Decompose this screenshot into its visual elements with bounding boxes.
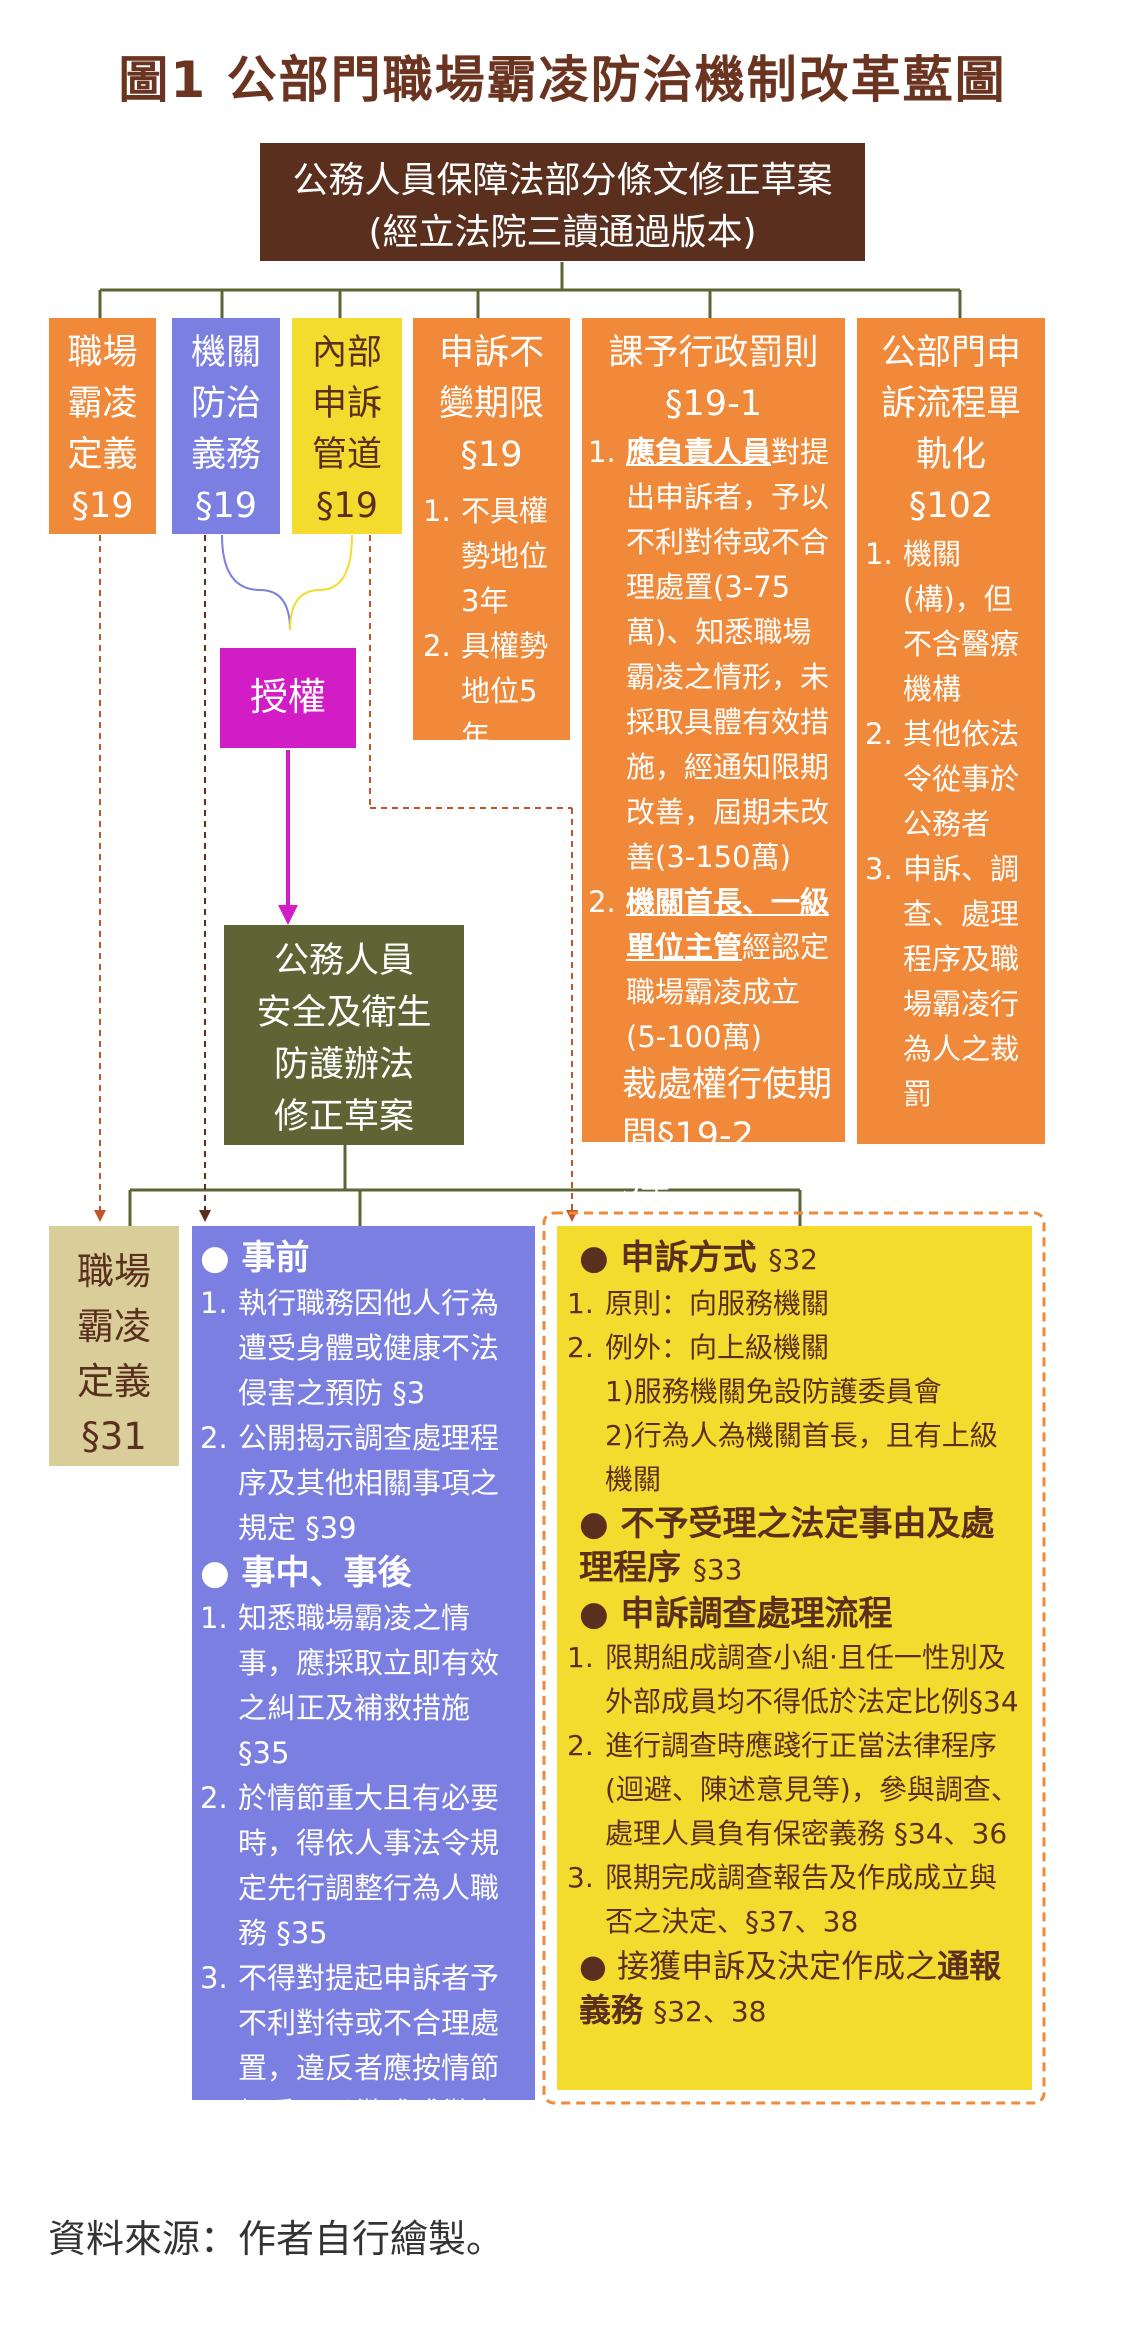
col5-header: 課予行政罰則 (608, 333, 819, 373)
sanction-period-years: 3年 (622, 1167, 670, 1201)
penalty-item-1-text: 對提出申訴者，予以不利對待或不合理處置(3-75萬)、知悉職場霸凌之情形，未採取… (626, 435, 830, 874)
col3-line: 管道 (311, 435, 382, 475)
col5-header: §19-1 (665, 384, 762, 424)
agency-prevention-duty-box: 機關 防治 義務 §19 (172, 318, 280, 534)
col1-line: 職場 (67, 333, 138, 373)
col1-line: §19 (71, 486, 134, 526)
complaint-method-title-text: 申訴方式 (620, 1238, 757, 1278)
page-title: 圖1 公部門職場霸凌防治機制改革藍圖 (118, 51, 1007, 109)
col1-line: 定義 (67, 435, 138, 475)
source-note: 資料來源：作者自行繪製。 (48, 2217, 505, 2261)
notification-duty-text-b: 通報義務 (579, 1947, 1002, 2029)
tan-line: 職場 (77, 1250, 151, 1293)
col2-line: 機關 (190, 333, 261, 373)
complaint-method-item: 原則：向服務機關 (567, 1282, 830, 1326)
during-after-item: 知悉職場霸凌之情事，應採取立即有效之糾正及補救措施 §35 (200, 1596, 500, 1770)
col4-line: 申訴不 (438, 333, 544, 373)
law-amendment-subtitle: (經立法院三讀通過版本) (368, 212, 757, 253)
before-section-title: ● 事前 (200, 1238, 310, 1278)
penalty-item-2-bold: 機關首長、一級單位主管 (626, 885, 830, 964)
penalty-item-2: 機關首長、一級單位主管經認定職場霸凌成立(5-100萬) (588, 880, 839, 1060)
tan-line: §31 (81, 1415, 147, 1458)
during-after-item: 不得對提起申訴者予不利對待或不合理處置，違反者應按情節輕重予以懲戒或懲處 §47 (200, 1956, 500, 2175)
col1-line: 霸凌 (67, 384, 138, 424)
prevention-measures-box: ● 事前 執行職務因他人行為遭受身體或健康不法侵害之預防 §3 公開揭示調查處理… (192, 1226, 535, 2175)
olive-line: 修正草案 (273, 1097, 414, 1137)
col4-line: §19 (460, 435, 523, 475)
tan-line: 霸凌 (77, 1305, 151, 1348)
law-amendment-title: 公務人員保障法部分條文修正草案 (292, 160, 833, 201)
col2-line: 義務 (190, 435, 261, 475)
unified-complaint-process-box: 公部門申 訴流程單 軌化 §102 機關(構)，但不含醫療機構 其他依法令從事於… (857, 318, 1045, 1144)
penalty-item-1: 應負責人員對提出申訴者，予以不利對待或不合理處置(3-75萬)、知悉職場霸凌之情… (588, 430, 839, 880)
col6-header: 訴流程單 (880, 384, 1021, 424)
rejection-reasons-title-text: 不予受理之法定事由及處理程序 (579, 1504, 995, 1588)
olive-line: 公務人員 (273, 941, 414, 981)
bullying-definition-s31-box: 職場 霸凌 定義 §31 (49, 1226, 179, 1466)
complaint-period-item: 具權勢地位5年 (423, 624, 549, 753)
sanction-period-line: 裁處權行使期間§19-2 (622, 1065, 833, 1156)
tan-line: 定義 (77, 1360, 151, 1403)
complaint-period-item: 不具權勢地位3年 (423, 489, 549, 618)
notification-duty-ref: §32、38 (653, 1995, 767, 2028)
investigation-item: 限期完成調查報告及作成成立與否之決定、§37、38 (567, 1856, 998, 1938)
col6-header: 公部門申 (880, 333, 1021, 373)
before-title-text: 事前 (241, 1238, 310, 1278)
olive-line: 安全及衛生 (256, 993, 432, 1033)
col4-line: 變期限 (438, 384, 544, 424)
safety-protection-regulation-box: 公務人員 安全及衛生 防護辦法 修正草案 (224, 925, 464, 1145)
administrative-penalty-box: 課予行政罰則 §19-1 應負責人員對提出申訴者，予以不利對待或不合理處置(3-… (582, 318, 845, 1201)
col2-line: 防治 (190, 384, 261, 424)
during-after-item: 於情節重大且有必要時，得依人事法令規定先行調整行為人職務 §35 (200, 1776, 500, 1950)
process-item: 申訴、調查、處理程序及職場霸凌行為人之裁罰 (865, 847, 1020, 1111)
col6-header: §102 (908, 486, 994, 526)
before-item: 公開揭示調查處理程序及其他相關事項之規定 §39 (200, 1416, 500, 1545)
notification-duty-text-a: 接獲申訴及決定作成之 (617, 1947, 938, 1985)
rejection-reasons-ref: §33 (692, 1553, 743, 1586)
during-after-section-title: ● 事中、事後 (200, 1553, 412, 1593)
complaint-method-sub: 1)服務機關免設防護委員會 (605, 1375, 942, 1408)
workplace-bullying-definition-box: 職場 霸凌 定義 §19 (49, 318, 156, 534)
penalty-item-1-bold: 應負責人員 (626, 435, 772, 469)
process-item: 其他依法令從事於公務者 (865, 712, 1020, 841)
complaint-procedure-box: ● 申訴方式 §32 原則：向服務機關 例外：向上級機關 1)服務機關免設防護委… (557, 1226, 1032, 2090)
rejection-reasons-title: ● 不予受理之法定事由及處理程序 §33 (579, 1504, 995, 1588)
complaint-method-sub: 2)行為人為機關首長，且有上級機關 (605, 1419, 998, 1496)
col3-line: §19 (315, 486, 379, 526)
investigation-process-title: ● 申訴調查處理流程 (579, 1594, 893, 1634)
complaint-method-ref: §32 (768, 1243, 818, 1276)
internal-complaint-channel-box: 內部 申訴 管道 §19 (292, 318, 402, 534)
notification-duty-title: ● 接獲申訴及決定作成之通報義務 §32、38 (579, 1947, 1002, 2029)
col6-header: 軌化 (915, 435, 986, 475)
complaint-method-title: ● 申訴方式 §32 (579, 1238, 818, 1278)
investigation-item: 進行調查時應踐行正當法律程序(迴避、陳述意見等)，參與調查、處理人員負有保密義務… (567, 1724, 1019, 1850)
process-item: 機關(構)，但不含醫療機構 (865, 532, 1020, 706)
col3-line: 內部 (311, 333, 382, 373)
complaint-method-item: 例外：向上級機關 (567, 1326, 830, 1370)
authorize-box: 授權 (220, 648, 356, 748)
penalty-item-2-text: 經認定職場霸凌成立(5-100萬) (626, 930, 830, 1054)
investigation-process-title-text: 申訴調查處理流程 (620, 1594, 893, 1634)
complaint-period-box: 申訴不 變期限 §19 不具權勢地位3年 具權勢地位5年 (413, 318, 570, 753)
law-amendment-box: 公務人員保障法部分條文修正草案 (經立法院三讀通過版本) (260, 143, 865, 261)
before-item: 執行職務因他人行為遭受身體或健康不法侵害之預防 §3 (200, 1281, 500, 1410)
olive-line: 防護辦法 (273, 1045, 414, 1085)
col3-line: 申訴 (311, 384, 382, 424)
col2-line: §19 (194, 486, 258, 526)
during-after-title-text: 事中、事後 (241, 1553, 412, 1593)
investigation-item: 限期組成調查小組‧且任一性別及外部成員均不得低於法定比例§34 (567, 1636, 1019, 1718)
